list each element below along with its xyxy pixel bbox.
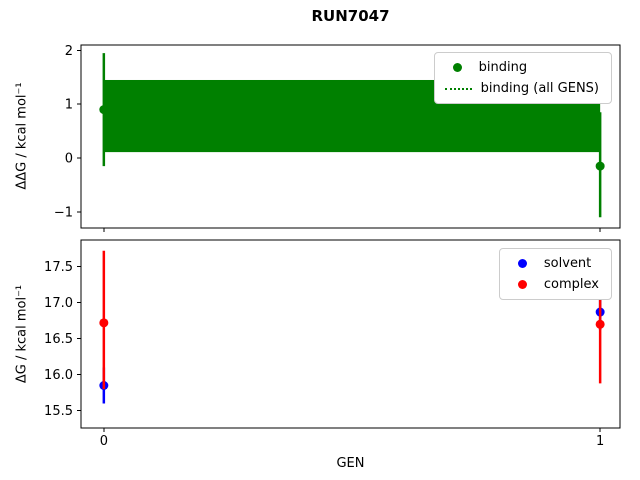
chart-title: RUN7047 [311, 7, 390, 25]
svg-text:15.5: 15.5 [44, 404, 73, 419]
legend-label: binding (all GENS) [480, 81, 599, 96]
legend-label: complex [543, 277, 599, 292]
svg-text:0: 0 [65, 152, 73, 167]
binding-dot-icon [452, 63, 462, 72]
y-axis-label-top: ΔΔG / kcal mol⁻¹ [14, 82, 30, 190]
svg-text:17.0: 17.0 [44, 296, 73, 311]
legend-item-solvent: solvent [510, 256, 599, 271]
svg-text:17.5: 17.5 [44, 260, 73, 275]
solvent-dot-icon [517, 259, 527, 268]
y-axis-label-bottom: ΔG / kcal mol⁻¹ [14, 284, 30, 384]
dotted-line-icon [444, 87, 472, 90]
svg-text:16.0: 16.0 [44, 368, 73, 383]
legend-bottom: solvent complex [498, 248, 612, 300]
svg-text:2: 2 [65, 44, 73, 59]
legend-label: solvent [543, 256, 592, 271]
x-axis-label: GEN [336, 456, 365, 471]
legend-item-binding: binding [445, 60, 599, 75]
svg-text:1: 1 [65, 98, 73, 113]
svg-text:0: 0 [100, 434, 108, 449]
svg-text:1: 1 [596, 434, 604, 449]
legend-top: binding binding (all GENS) [433, 52, 612, 104]
legend-item-complex: complex [510, 277, 599, 292]
complex-dot-icon [517, 280, 527, 289]
svg-text:−1: −1 [54, 205, 73, 220]
legend-label: binding [478, 60, 528, 75]
legend-item-binding-all-gens: binding (all GENS) [444, 81, 599, 96]
svg-text:16.5: 16.5 [44, 332, 73, 347]
